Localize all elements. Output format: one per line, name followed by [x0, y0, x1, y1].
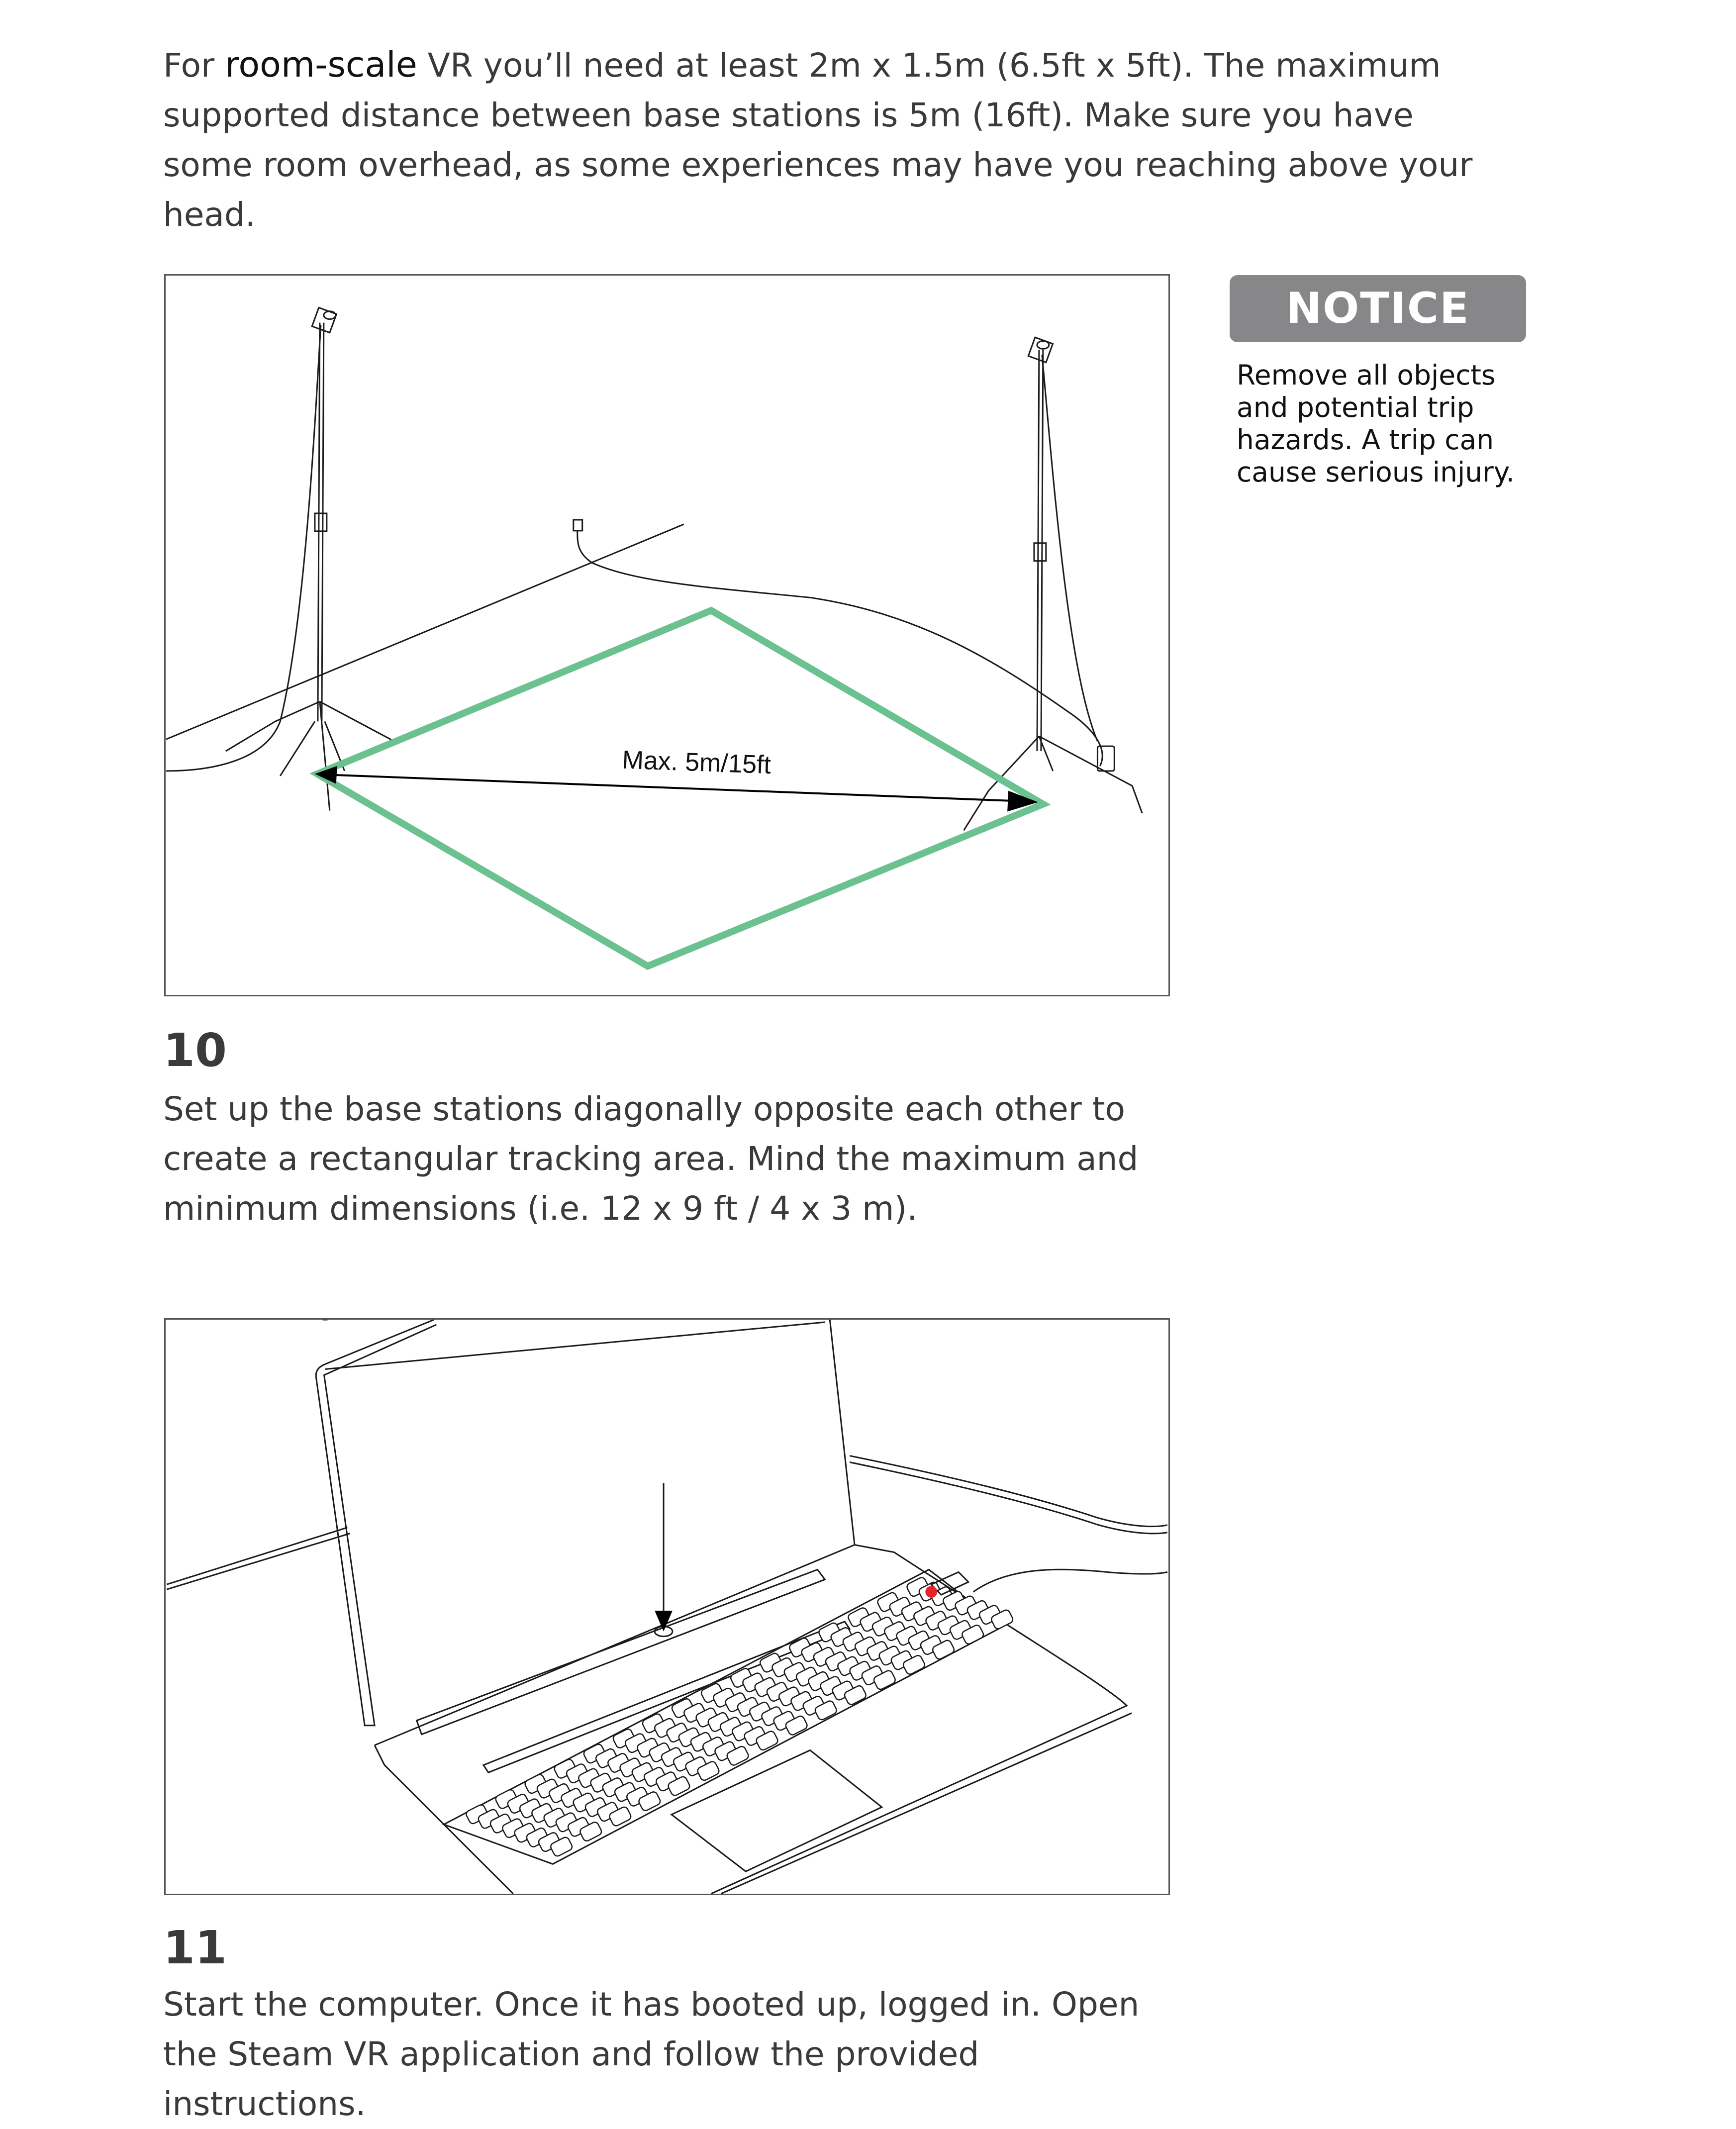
laptop-screen [315, 1320, 856, 1727]
laptop-hinge [415, 1568, 826, 1736]
floor-edge-line [166, 523, 684, 740]
keyboard-key [638, 1791, 661, 1812]
tracking-area-outline [309, 606, 1051, 970]
trackpad [670, 1749, 883, 1872]
intro-emphasis: room-scale [225, 44, 417, 85]
intro-prefix: For [163, 46, 225, 85]
usb-port-indicator [925, 1586, 938, 1598]
keyboard-key [609, 1806, 632, 1827]
keyboard-key [962, 1625, 984, 1645]
table-edge-left [166, 1527, 348, 1585]
keyboard [442, 1568, 1014, 1865]
keyboard-key [991, 1609, 1014, 1630]
step-10-number: 10 [163, 1024, 227, 1077]
power-button-arrow-head [655, 1610, 673, 1632]
left-base-station-stand [166, 322, 394, 811]
right-base-station [1027, 336, 1054, 364]
keyboard-key [873, 1670, 896, 1690]
keyboard-key [697, 1761, 720, 1781]
intro-rest: VR you’ll need at least 2m x 1.5m (6.5ft… [163, 46, 1473, 234]
power-cable [577, 530, 1103, 767]
left-base-station [311, 306, 338, 334]
cable-back [849, 1455, 1168, 1528]
keyboard-key [902, 1654, 925, 1675]
keyboard-key [932, 1640, 955, 1660]
right-base-station-stand [963, 350, 1143, 831]
keyboard-key [756, 1731, 778, 1751]
laptop-illustration [164, 1318, 1170, 1895]
notice-text: Remove all objects and potential trip ha… [1237, 359, 1515, 488]
max-distance-arrow-line [333, 774, 1009, 802]
keyboard-key [726, 1745, 749, 1766]
arrow-head-right [1007, 790, 1038, 812]
keyboard-key [668, 1776, 690, 1796]
keyboard-key [844, 1685, 867, 1705]
keyboard-key [550, 1837, 573, 1857]
step-10-text: Set up the base stations diagonally oppo… [163, 1090, 1139, 1228]
keyboard-key [814, 1700, 837, 1721]
base-station-setup-drawing: Max. 5m/15ft [166, 306, 1143, 970]
max-distance-label: Max. 5m/15ft [622, 745, 772, 779]
usb-cable [972, 1568, 1168, 1593]
step-11-text: Start the computer. Once it has booted u… [163, 1985, 1140, 2123]
notice-badge: NOTICE [1230, 275, 1526, 342]
step-11-number: 11 [163, 1921, 227, 1974]
arrow-head-left [314, 766, 337, 784]
keyboard-key [785, 1715, 808, 1736]
wall-outlet [573, 519, 583, 532]
usb-plug [930, 1571, 970, 1596]
laptop-base [374, 1544, 1132, 1894]
base-station-setup-illustration: Max. 5m/15ft [164, 274, 1170, 996]
keyboard-key [579, 1822, 602, 1841]
laptop-drawing [166, 1320, 1168, 1894]
intro-paragraph: For room-scale VR you’ll need at least 2… [163, 40, 1506, 240]
